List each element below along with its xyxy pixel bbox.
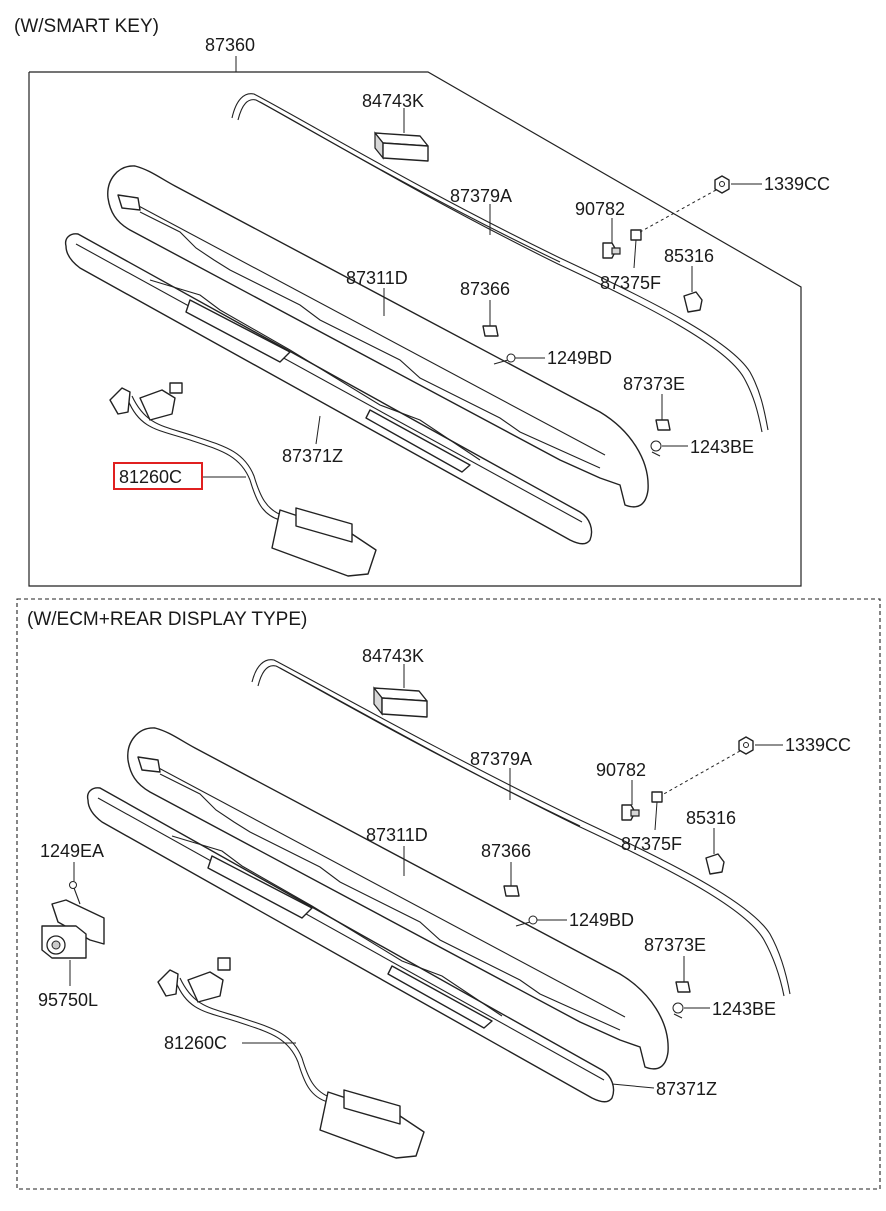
part-87311D-garnish [107, 165, 649, 508]
label-85316: 85316 [664, 246, 714, 266]
label-95750L: 95750L [38, 990, 98, 1010]
section-title-ecm-rear-display: (W/ECM+REAR DISPLAY TYPE) [27, 609, 307, 630]
part-95750L-camera [41, 881, 105, 959]
label-81260C-2: 81260C [164, 1033, 227, 1053]
label-87375F-2: 87375F [621, 834, 682, 854]
label-85316-2: 85316 [686, 808, 736, 828]
part-84743K-block-2 [373, 686, 428, 718]
part-87371Z-garnish [64, 233, 593, 545]
label-87366-2: 87366 [481, 841, 531, 861]
label-87311D-2: 87311D [366, 825, 428, 845]
label-1243BE-2: 1243BE [712, 999, 776, 1019]
part-87371Z-garnish-2 [86, 787, 615, 1103]
small-parts-smart-key [482, 175, 730, 457]
label-1249EA: 1249EA [40, 841, 104, 861]
section-title-smart-key: (W/SMART KEY) [14, 16, 159, 37]
label-90782: 90782 [575, 199, 625, 219]
highlight-box-81260C [113, 462, 203, 490]
label-1243BE: 1243BE [690, 437, 754, 457]
leader-lines-smart-key [202, 108, 762, 478]
section-frame-dashed [16, 598, 881, 1190]
label-87373E: 87373E [623, 374, 685, 394]
section-ecm-rear-display: (W/ECM+REAR DISPLAY TYPE) [16, 598, 881, 1190]
label-87311D: 87311D [346, 268, 408, 288]
label-87371Z-2: 87371Z [656, 1079, 717, 1099]
leader-lines-ecm [69, 664, 783, 1089]
label-90782-2: 90782 [596, 760, 646, 780]
part-87379A-strip-2 [251, 659, 791, 997]
part-84743K-block [374, 131, 429, 162]
label-1249BD: 1249BD [547, 348, 612, 368]
labels-smart-key: 84743K 87379A 90782 1339CC 87375F 85316 … [113, 91, 830, 490]
label-87373E-2: 87373E [644, 935, 706, 955]
label-1249BD-2: 1249BD [569, 910, 634, 930]
part-87379A-strip [231, 93, 769, 433]
label-87371Z: 87371Z [282, 446, 343, 466]
label-1339CC-2: 1339CC [785, 735, 851, 755]
part-81260C-switch-2 [157, 957, 425, 1159]
label-84743K-2: 84743K [362, 646, 424, 666]
section-frame [28, 71, 802, 587]
label-87379A-2: 87379A [470, 749, 532, 769]
label-1339CC: 1339CC [764, 174, 830, 194]
label-87379A: 87379A [450, 186, 512, 206]
section-smart-key: (W/SMART KEY) 87360 [14, 16, 830, 587]
part-81260C-switch [109, 382, 377, 577]
labels-ecm: 84743K 87379A 90782 1339CC 87375F 85316 … [38, 646, 851, 1099]
small-parts-ecm [503, 736, 754, 1019]
part-87311D-garnish-2 [127, 727, 669, 1070]
label-87366: 87366 [460, 279, 510, 299]
assembly-code-87360: 87360 [205, 35, 255, 55]
label-87375F: 87375F [600, 273, 661, 293]
label-81260C-highlighted[interactable]: 81260C [119, 467, 182, 487]
label-84743K: 84743K [362, 91, 424, 111]
